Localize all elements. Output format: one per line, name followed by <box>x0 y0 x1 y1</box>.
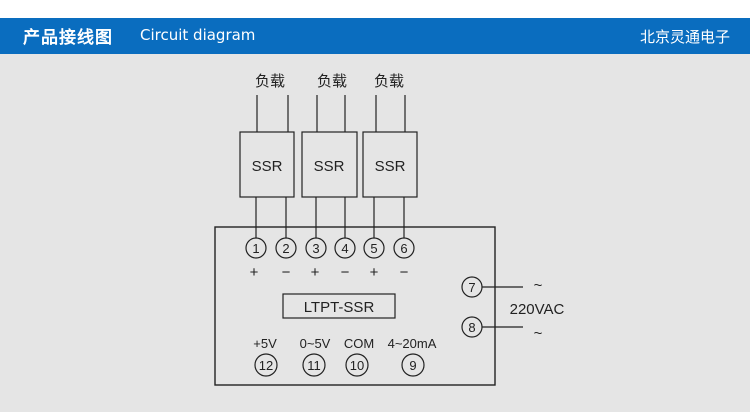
load-label: 负载 <box>317 72 347 90</box>
diagram-canvas <box>0 54 750 412</box>
terminal-number: 2 <box>282 241 289 256</box>
polarity-sign: + <box>250 264 259 281</box>
title-chinese: 产品接线图 <box>23 28 113 48</box>
bottom-terminal-label: +5V <box>253 336 277 351</box>
terminal-11-circle <box>302 353 326 377</box>
ssr-label: SSR <box>314 158 345 175</box>
polarity-sign: − <box>341 264 350 281</box>
terminal-1-circle <box>245 237 267 259</box>
polarity-sign: + <box>370 264 379 281</box>
header-bar: 产品接线图 Circuit diagram 北京灵通电子 <box>0 18 750 54</box>
title-english: Circuit diagram <box>140 26 256 44</box>
terminal-3-circle <box>305 237 327 259</box>
ssr-box <box>239 131 295 198</box>
terminal-5-circle <box>363 237 385 259</box>
terminal-number: 6 <box>400 241 407 256</box>
terminal-number: 5 <box>370 241 377 256</box>
terminal-10-circle <box>345 353 369 377</box>
power-label: 220VAC <box>510 301 565 318</box>
bottom-terminal-label: 4~20mA <box>388 336 437 351</box>
terminal-6-circle <box>393 237 415 259</box>
ac-symbol: ~ <box>534 277 543 294</box>
model-label: LTPT-SSR <box>304 299 375 316</box>
terminal-number: 12 <box>259 358 273 373</box>
terminal-number: 9 <box>409 358 416 373</box>
terminal-2-circle <box>275 237 297 259</box>
ssr-label: SSR <box>375 158 406 175</box>
model-label-box <box>282 293 396 319</box>
brand-name: 北京灵通电子 <box>639 28 730 46</box>
polarity-sign: + <box>311 264 320 281</box>
terminal-9-circle <box>401 353 425 377</box>
terminal-number: 10 <box>350 358 364 373</box>
terminal-number: 8 <box>468 320 475 335</box>
load-label: 负载 <box>374 72 404 90</box>
bottom-terminal-label: COM <box>344 336 374 351</box>
ac-symbol: ~ <box>534 325 543 342</box>
terminal-number: 11 <box>307 358 321 373</box>
polarity-sign: − <box>282 264 291 281</box>
ssr-box <box>301 131 358 198</box>
load-label: 负载 <box>255 72 285 90</box>
ssr-label: SSR <box>252 158 283 175</box>
terminal-number: 7 <box>468 280 475 295</box>
bottom-terminal-label: 0~5V <box>300 336 331 351</box>
module-box <box>214 226 496 386</box>
polarity-sign: − <box>400 264 409 281</box>
terminal-number: 4 <box>341 241 348 256</box>
ssr-box <box>362 131 418 198</box>
terminal-number: 3 <box>312 241 319 256</box>
terminal-12-circle <box>254 353 278 377</box>
terminal-number: 1 <box>252 241 259 256</box>
terminal-4-circle <box>334 237 356 259</box>
